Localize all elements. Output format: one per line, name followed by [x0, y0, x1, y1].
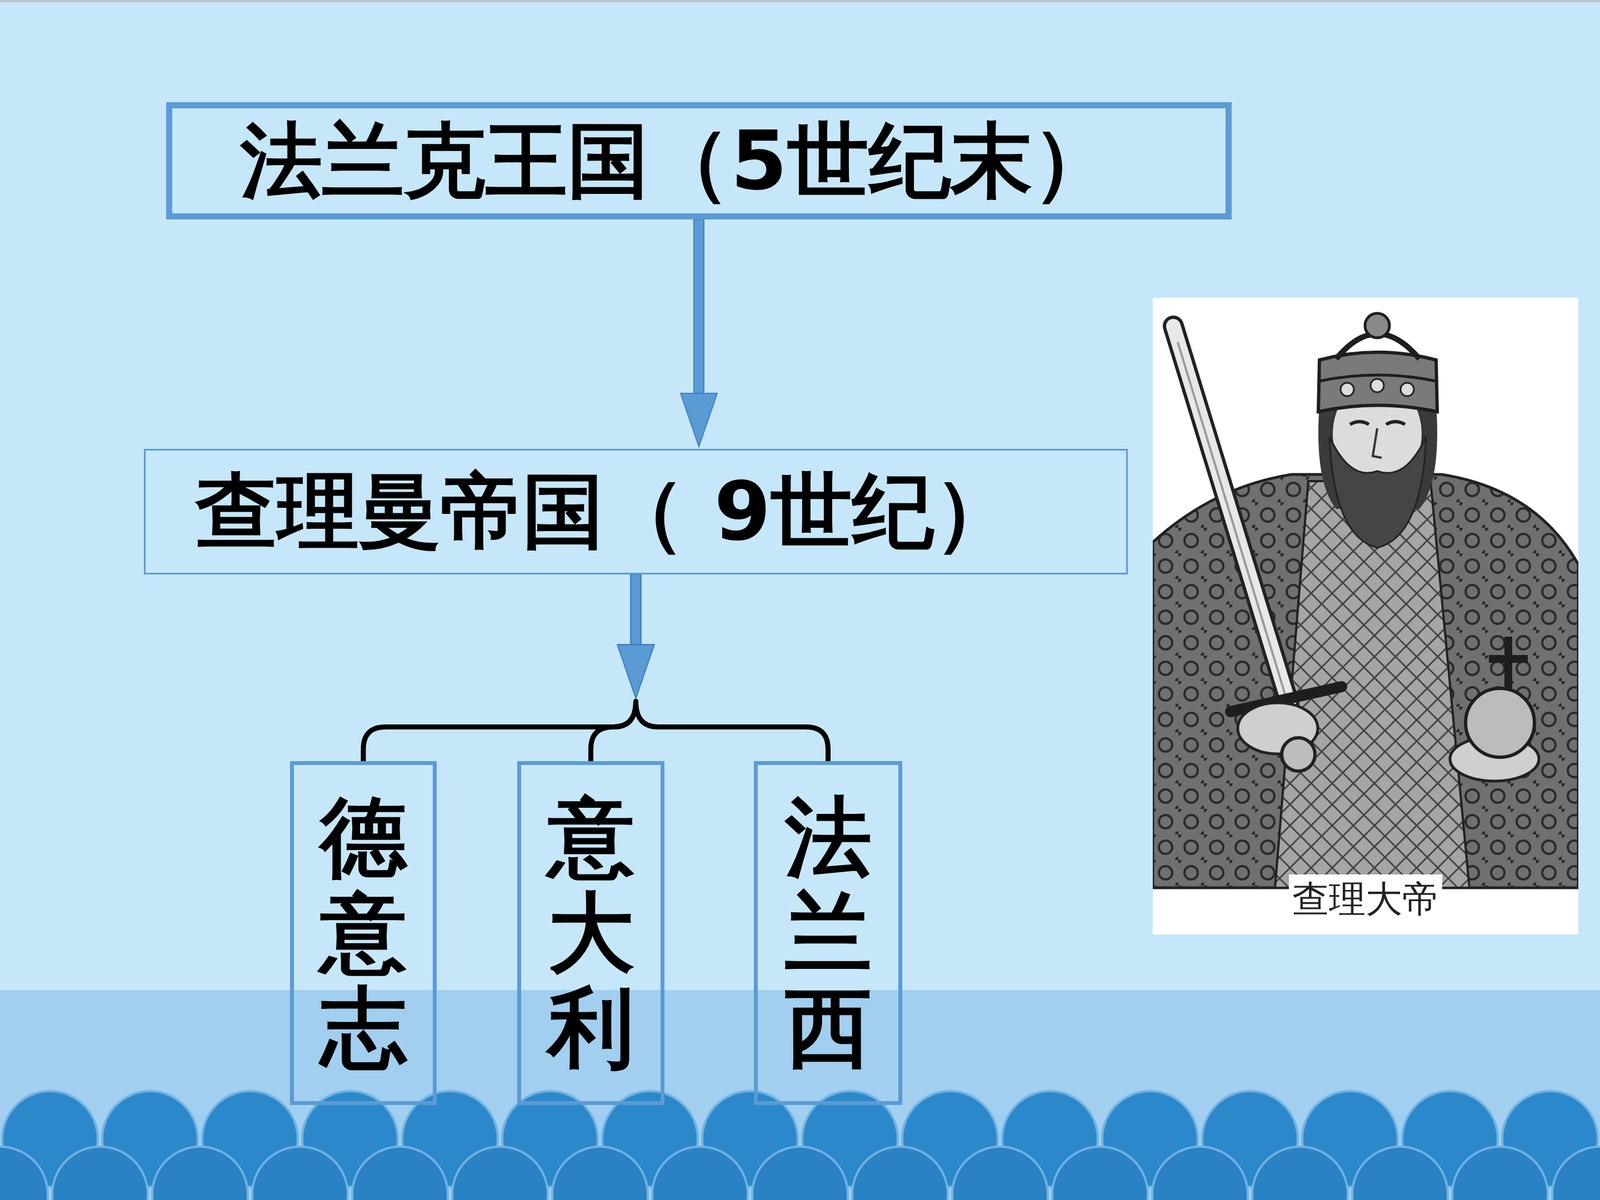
crown [1318, 352, 1438, 412]
crown-jewel [1400, 382, 1414, 397]
nose [1372, 428, 1382, 458]
arrow-head [617, 644, 655, 698]
brace-line [636, 701, 829, 762]
sword-pommel [1281, 737, 1315, 772]
node-label: 法兰西 [785, 790, 872, 1077]
crown-jewel [1340, 382, 1354, 397]
arrow-shaft [631, 574, 642, 645]
sword-fuller [1177, 342, 1287, 698]
kingdom-box: 法兰克王国（5世纪末） [166, 102, 1232, 220]
arrow-head [617, 644, 655, 698]
beard [1329, 436, 1427, 548]
portrait-caption: 查理大帝 [1288, 874, 1443, 925]
node-label: 意大利 [547, 790, 635, 1077]
orb [1465, 688, 1535, 758]
arrow-shaft [693, 219, 704, 394]
eye [1386, 421, 1405, 425]
orb-cross [1488, 655, 1528, 663]
wave-row [0, 1144, 1600, 1200]
brace-line [591, 701, 637, 762]
connector [363, 574, 655, 762]
node-label: 德意志 [320, 790, 407, 1077]
charlemagne-portrait [1152, 297, 1579, 935]
arrow-shaft [631, 574, 642, 645]
connector [680, 219, 718, 447]
arrow-shaft [631, 574, 642, 645]
orb-cross [1504, 636, 1513, 690]
sword-blade-edge [1173, 326, 1289, 704]
arrow-head [617, 644, 655, 698]
brace-line [363, 701, 637, 762]
connector [617, 574, 829, 762]
top-edge [0, 0, 1600, 3]
sword-blade [1173, 326, 1289, 704]
portrait-frame: 查理大帝 [1152, 297, 1579, 935]
node-label: 法兰克王国（5世纪末） [240, 116, 1114, 207]
country-box: 德意志 [290, 761, 437, 1105]
connector [591, 574, 655, 762]
country-box: 意大利 [517, 761, 665, 1105]
crown-jewel [1370, 378, 1384, 393]
node-label: 查理曼帝国（ 9世纪） [195, 466, 1016, 557]
eye [1350, 421, 1369, 425]
arrow-head [680, 393, 718, 447]
country-box: 法兰西 [753, 761, 903, 1105]
crown-top [1365, 313, 1390, 338]
empire-box: 查理曼帝国（ 9世纪） [143, 448, 1128, 575]
wave-row [0, 1088, 1600, 1200]
